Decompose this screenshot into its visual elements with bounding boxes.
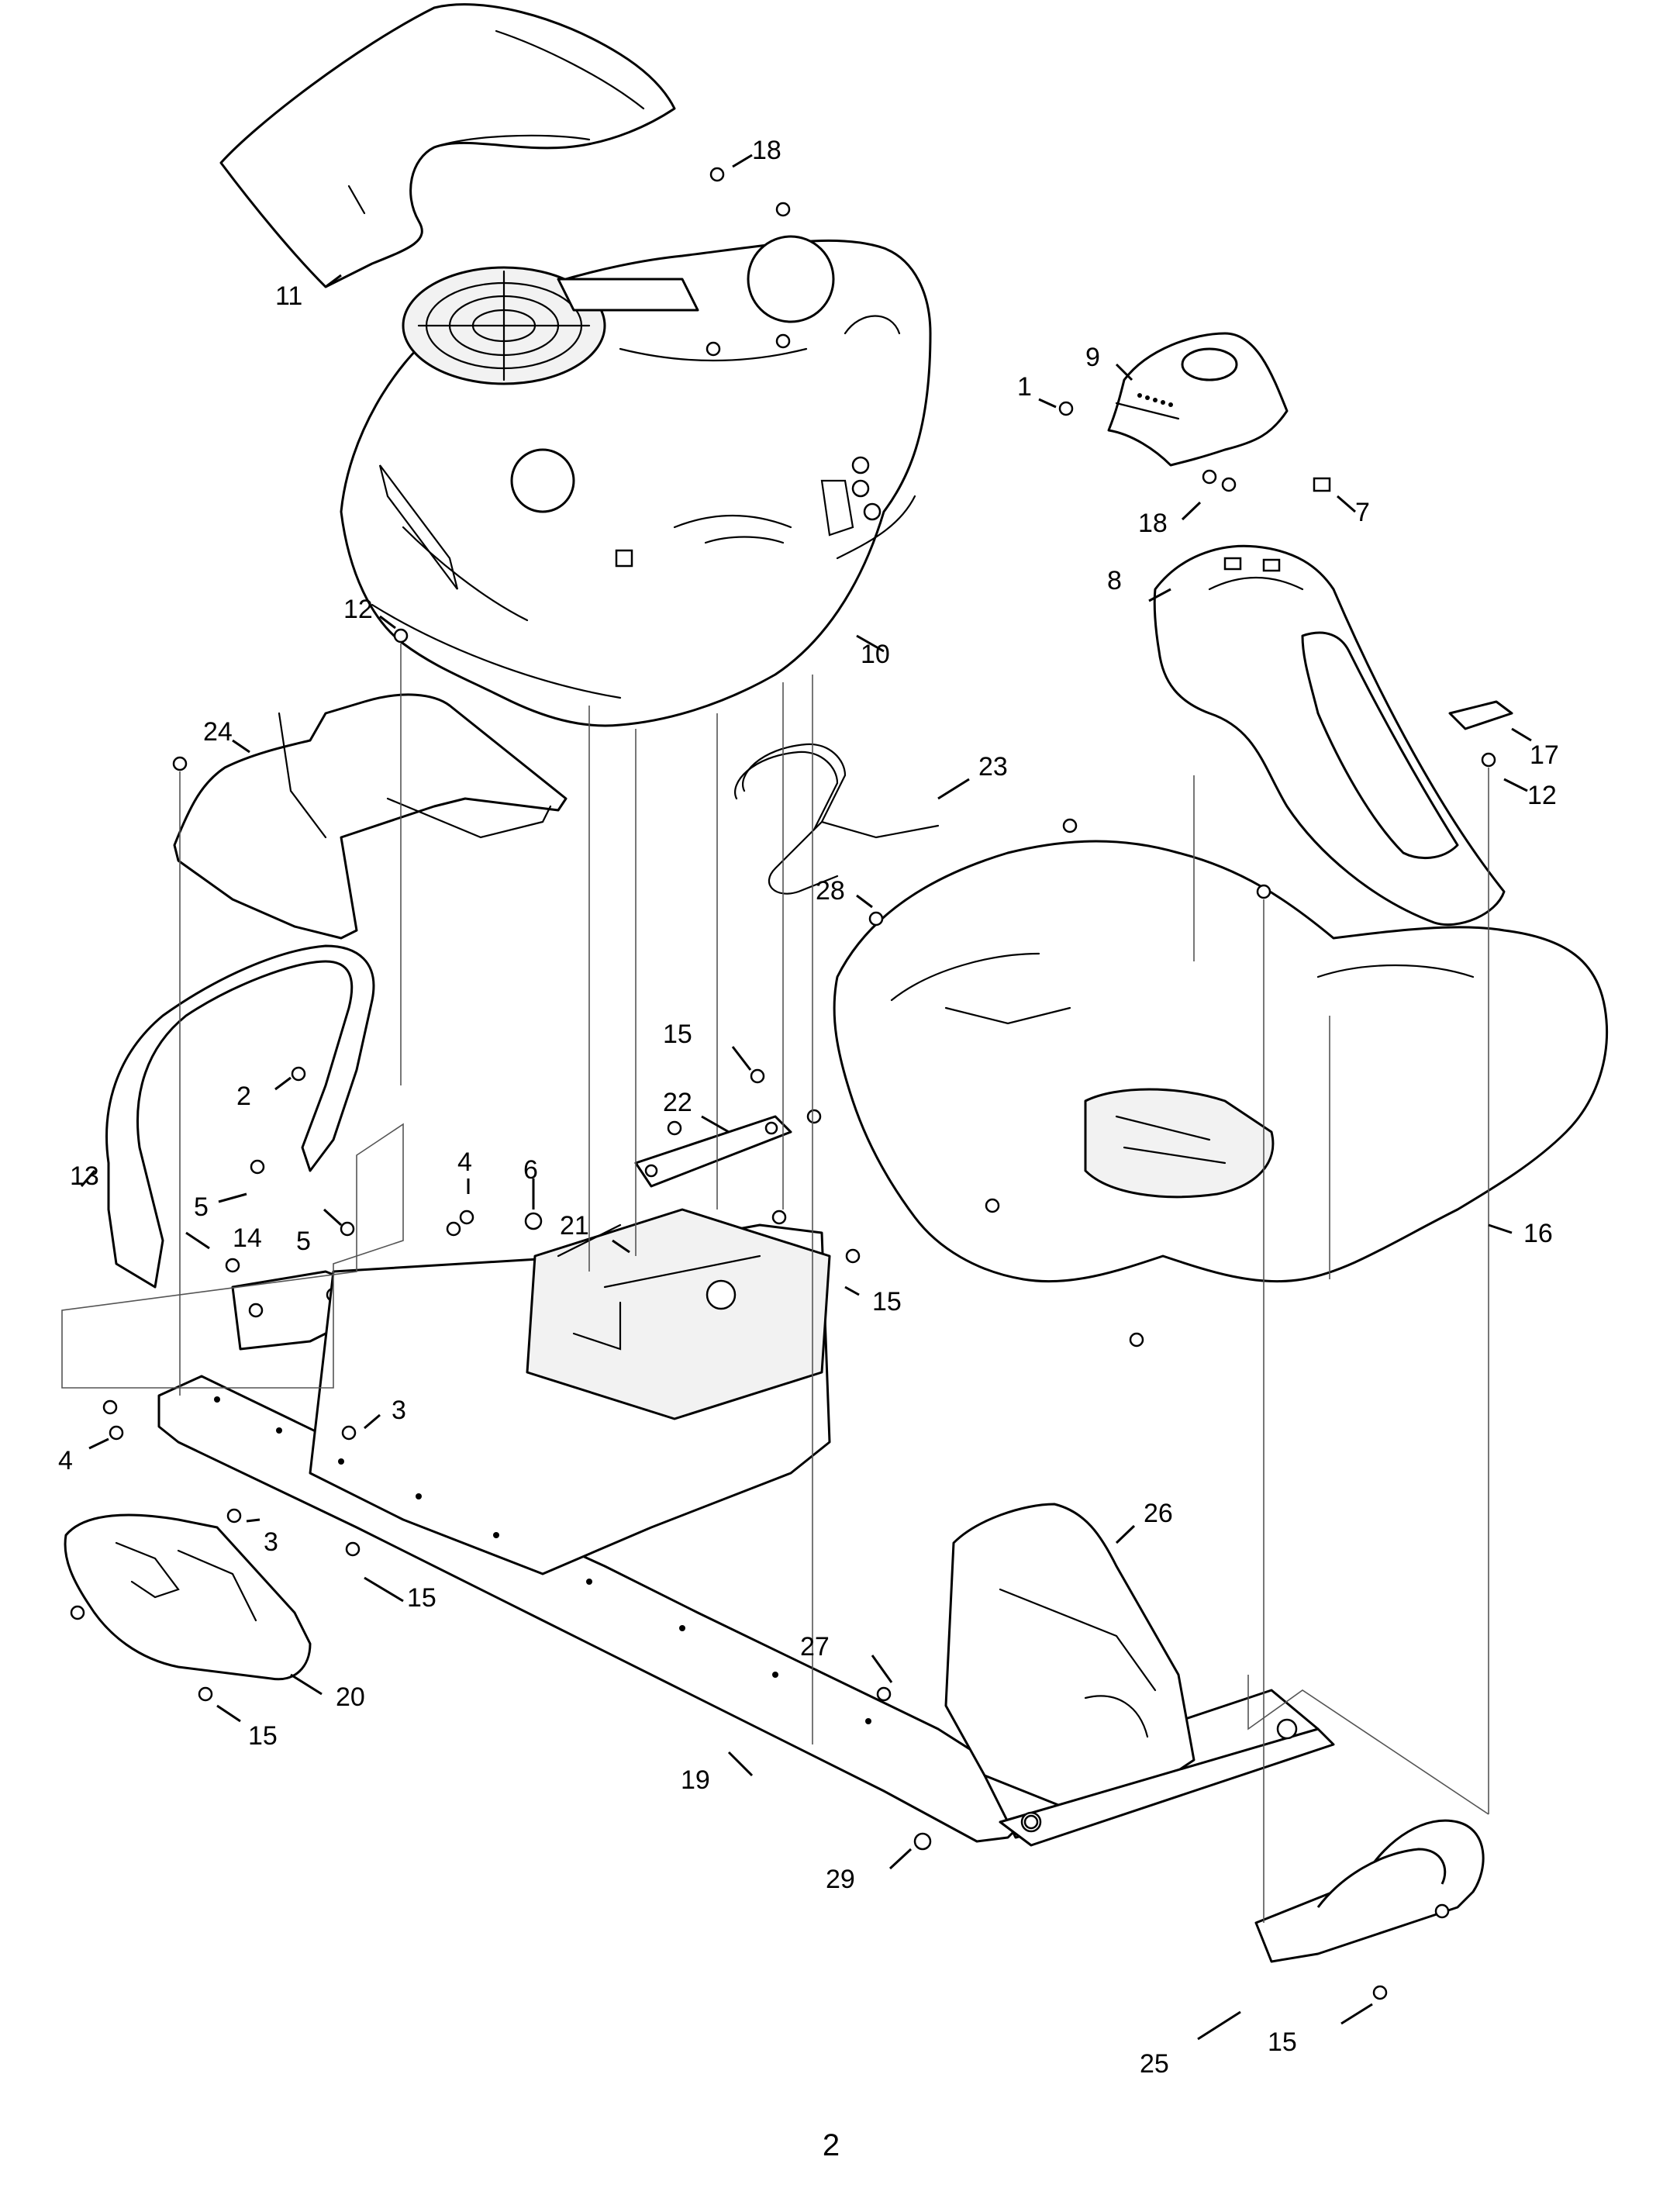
part-9-dash-cap: [1107, 332, 1289, 467]
fasteners: [70, 167, 1496, 2000]
callout-1: 1: [1017, 372, 1032, 402]
callout-22: 22: [663, 1088, 692, 1117]
callout-18: 18: [752, 136, 781, 165]
callout-23: 23: [978, 752, 1008, 782]
callout-12: 12: [1527, 781, 1557, 810]
callout-4: 4: [58, 1446, 73, 1475]
alignment-lines: [61, 644, 1489, 1923]
callout-3: 3: [392, 1396, 406, 1425]
callout-8: 8: [1107, 566, 1122, 595]
callout-15: 15: [248, 1721, 278, 1751]
callout-5: 5: [194, 1192, 209, 1222]
callout-24: 24: [203, 717, 233, 747]
callout-11: 11: [275, 281, 302, 311]
callout-labels: 1 2 3 3 4 4 5 5 6 7 8 9 10 11 12 12 13 1…: [58, 136, 1559, 2079]
callout-28: 28: [816, 876, 845, 906]
callout-4: 4: [457, 1147, 472, 1177]
callout-15: 15: [663, 1020, 692, 1049]
callout-20: 20: [336, 1682, 365, 1712]
callout-12: 12: [343, 595, 373, 624]
callout-15: 15: [1268, 2027, 1297, 2057]
callout-15: 15: [872, 1287, 902, 1317]
part-23-wire-hanger: [734, 743, 940, 895]
callout-13: 13: [70, 1161, 99, 1191]
part-20-guard-plate: [64, 1513, 312, 1681]
callout-21: 21: [560, 1211, 589, 1241]
part-8-steering-tower: [1153, 544, 1506, 927]
callout-19: 19: [681, 1765, 710, 1795]
callout-16: 16: [1523, 1219, 1553, 1248]
part-24-deflector: [173, 693, 568, 940]
part-7-clip: [1313, 477, 1331, 492]
part-11-rear-cover: [219, 3, 676, 288]
callout-18: 18: [1138, 509, 1168, 538]
part-25-bumper: [1254, 1819, 1485, 1963]
callout-3: 3: [264, 1527, 278, 1557]
callout-2: 2: [236, 1082, 251, 1111]
callout-27: 27: [800, 1632, 830, 1662]
callout-25: 25: [1140, 2049, 1169, 2079]
callout-5: 5: [296, 1227, 311, 1256]
part-17-cap: [1448, 700, 1513, 730]
part-22-bracket: [634, 1115, 792, 1188]
callout-9: 9: [1085, 343, 1100, 372]
page-number: 2: [823, 2128, 840, 2162]
callout-10: 10: [861, 640, 890, 669]
callout-6: 6: [523, 1155, 538, 1185]
callout-7: 7: [1355, 498, 1370, 527]
part-10-hood: [340, 235, 932, 727]
part-16-rear-tub: [833, 840, 1608, 1283]
callout-26: 26: [1144, 1499, 1173, 1528]
callout-15: 15: [407, 1583, 436, 1613]
callout-17: 17: [1530, 740, 1559, 770]
callout-14: 14: [233, 1223, 262, 1253]
callout-29: 29: [826, 1865, 855, 1894]
part-13-side-rail: [105, 944, 375, 1289]
leader-lines: [80, 154, 1532, 2041]
